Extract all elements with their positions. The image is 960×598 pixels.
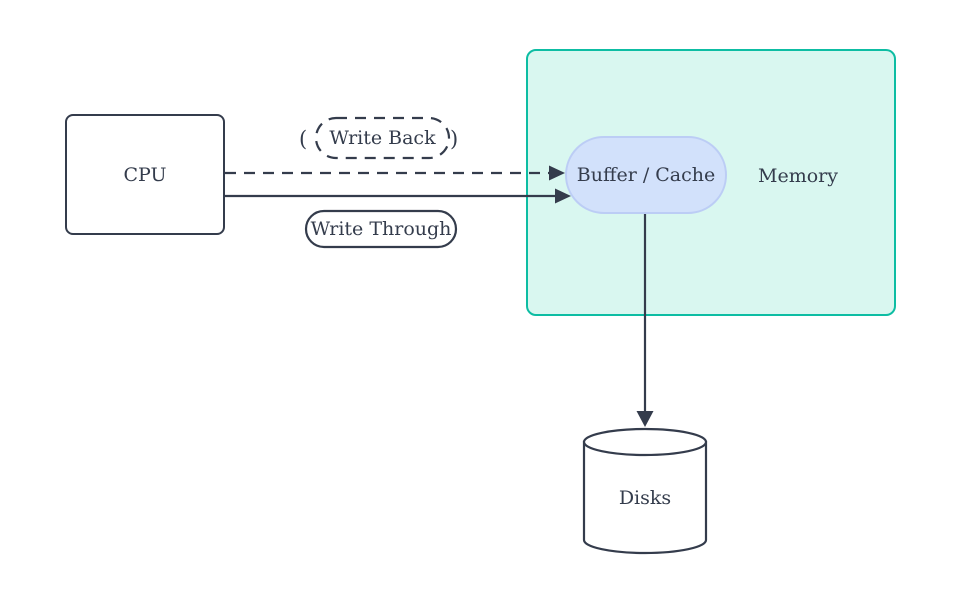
write-back-open-paren: (: [299, 127, 308, 151]
cpu-node-label: CPU: [123, 163, 167, 186]
buffer-cache-node: Buffer / Cache: [565, 136, 727, 214]
write-back-arrowhead-icon: [549, 165, 565, 181]
buffer-cache-node-label: Buffer / Cache: [576, 164, 716, 186]
write-through-label-pill: [304, 209, 458, 249]
cpu-node: CPU: [65, 114, 225, 235]
memory-node-label: Memory: [758, 165, 838, 187]
write-back-edge-label: Write Back: [329, 127, 436, 149]
disks-cylinder-body: [582, 440, 708, 555]
write-back-label-pill: [314, 116, 451, 160]
write-through-arrowhead-icon: [555, 188, 571, 204]
write-through-edge-label: Write Through: [310, 218, 452, 240]
cache-to-disks-arrowhead-icon: [636, 411, 654, 427]
write-back-close-paren: ): [450, 127, 459, 151]
disks-node-label: Disks: [618, 487, 672, 509]
disks-cylinder-top: [582, 427, 708, 457]
